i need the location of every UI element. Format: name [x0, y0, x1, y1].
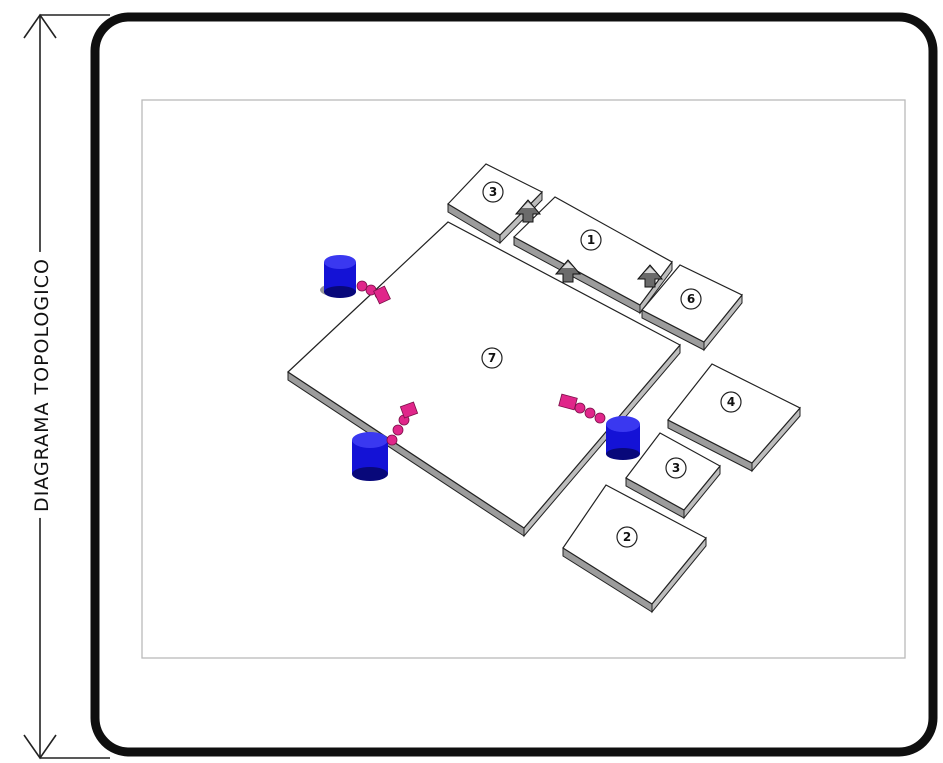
block-7-label-circle — [481, 347, 503, 369]
tank-bottom-left[interactable] — [352, 401, 419, 481]
block-6-label: 6 — [687, 292, 695, 306]
block-1-label: 1 — [587, 233, 595, 247]
arrow-up-down-icon — [554, 259, 582, 283]
block-6[interactable]: 6 — [641, 264, 743, 352]
block-6-label-circle — [680, 288, 702, 310]
block-1-label-circle — [580, 229, 602, 251]
pipe-connector-icon — [356, 280, 391, 305]
block-2-label-circle — [616, 526, 638, 548]
block-4-label-circle — [720, 391, 742, 413]
block-3-bottom-label: 3 — [672, 461, 680, 475]
block-3-top-label-circle — [482, 181, 504, 203]
block-1[interactable]: 1 — [512, 196, 673, 315]
tank-top-left[interactable] — [320, 255, 391, 305]
block-2[interactable]: 2 — [562, 484, 707, 614]
block-7-label: 7 — [488, 351, 496, 365]
pipe-connector-icon — [386, 401, 419, 446]
arrow-up-down-icon — [636, 264, 664, 288]
block-4[interactable]: 4 — [667, 363, 801, 473]
side-label: DIAGRAMA TOPOLOGICO — [31, 252, 53, 518]
block-3-top-label: 3 — [489, 185, 497, 199]
tank-right[interactable] — [558, 393, 640, 460]
arrow-up-down-icon — [514, 199, 542, 223]
pipe-connector-icon — [558, 393, 606, 424]
block-3-bottom[interactable]: 3 — [625, 432, 721, 520]
block-3-bottom-label-circle — [665, 457, 687, 479]
block-2-label: 2 — [623, 530, 631, 544]
block-4-label: 4 — [727, 395, 735, 409]
